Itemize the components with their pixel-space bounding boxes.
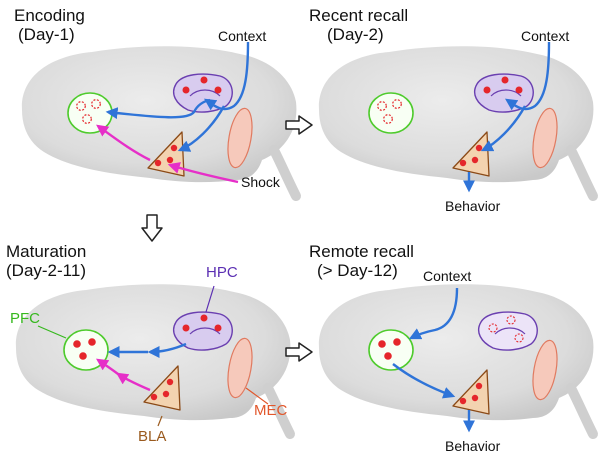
- panel-title-line1: Recent recall: [309, 6, 409, 25]
- engram-cell-inactive: [377, 99, 402, 124]
- pfc-region: [63, 329, 109, 371]
- behavior-label: Behavior: [445, 438, 501, 454]
- bla-label: BLA: [138, 428, 167, 445]
- mec-region: [532, 339, 558, 401]
- shock-label: Shock: [241, 174, 280, 190]
- engram-cell-inactive: [488, 315, 524, 343]
- mec-label: MEC: [254, 402, 288, 419]
- panel-maturation: Maturation (Day-2-11): [0, 238, 300, 468]
- panel-title-line2: (Day-2): [327, 25, 384, 44]
- bla-region: [452, 131, 490, 177]
- shock-pathway: [96, 124, 239, 184]
- panel-title-line2: (> Day-12): [317, 261, 398, 280]
- context-label: Context: [423, 268, 472, 284]
- pfc-region: [67, 92, 113, 134]
- bla-to-pfc-pathway: [96, 358, 151, 392]
- context-pathway: [480, 41, 551, 152]
- hpc-region: [477, 311, 538, 351]
- hpc-region: [172, 73, 233, 113]
- panel-title-line2: (Day-1): [18, 25, 75, 44]
- pfc-region: [368, 329, 414, 371]
- hpc-region: [473, 73, 534, 113]
- next-stage-arrow-icon: [285, 115, 313, 135]
- bla-region: [143, 365, 181, 411]
- pfc-to-bla-pathway: [392, 363, 456, 399]
- hpc-label: HPC: [206, 264, 238, 281]
- panel-remote-recall: Remote recall (> Day-12): [307, 238, 607, 468]
- pfc-region: [368, 92, 414, 134]
- hpc-region: [172, 311, 233, 351]
- mec-region: [227, 337, 253, 399]
- context-label: Context: [521, 28, 570, 44]
- panel-title-line1: Maturation: [6, 242, 87, 261]
- panel-title-line2: (Day-2-11): [6, 261, 86, 280]
- context-label: Context: [218, 28, 267, 44]
- label-leader-lines: [37, 285, 269, 427]
- mec-region: [227, 107, 253, 169]
- next-stage-arrow-icon: [285, 342, 313, 362]
- mec-region: [532, 107, 558, 169]
- pfc-label: PFC: [10, 310, 40, 327]
- next-stage-arrow-icon: [141, 214, 163, 242]
- context-pathway: [408, 287, 459, 340]
- context-pathway: [105, 41, 250, 152]
- engram-cell-inactive: [76, 99, 101, 124]
- panel-encoding: Encoding (Day-1): [0, 0, 301, 230]
- panel-title-line1: Remote recall: [309, 242, 414, 261]
- hpc-to-pfc-pathway: [107, 342, 187, 358]
- panel-title-line1: Encoding: [14, 6, 85, 25]
- bla-region: [452, 369, 490, 415]
- panel-recent-recall: Recent recall (Day-2): [307, 0, 607, 230]
- behavior-label: Behavior: [445, 198, 501, 214]
